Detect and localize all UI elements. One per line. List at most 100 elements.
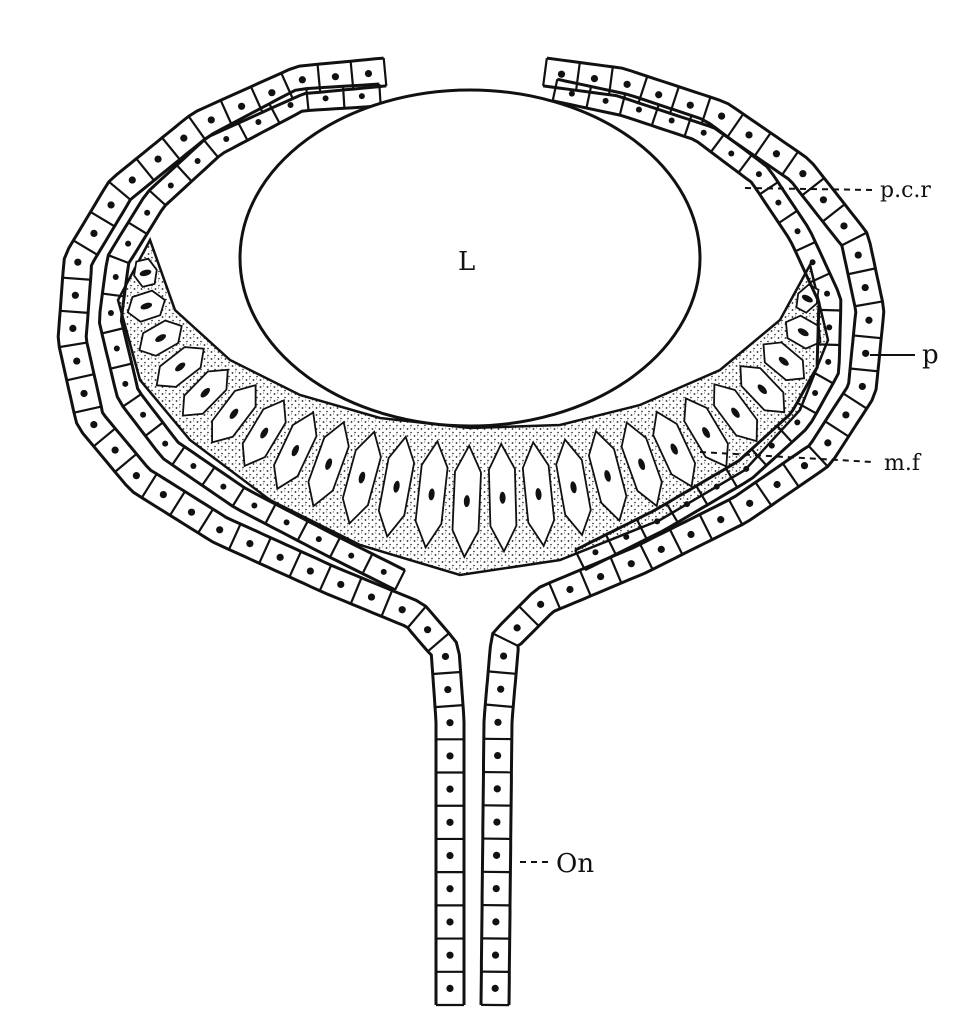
outer-left-cell-wall: [288, 551, 303, 578]
rod-nucleus: [757, 384, 767, 395]
outer-left-cell-wall: [382, 57, 388, 87]
outer-right-cell-wall: [849, 367, 879, 373]
outer-right-nucleus: [800, 462, 809, 470]
inner-right-cell-wall: [683, 115, 693, 137]
outer-right-cell-wall: [854, 300, 883, 308]
outer-right-nucleus: [492, 918, 500, 926]
pcr-label: p.c.r: [880, 178, 931, 203]
outer-right-cell-wall: [728, 499, 744, 526]
outer-left-cell-wall: [60, 309, 89, 314]
inner-left-nucleus: [113, 345, 120, 352]
outer-right-nucleus: [824, 439, 832, 447]
inner-left-cell-wall: [175, 164, 193, 183]
outer-right-cell-wall: [575, 62, 581, 91]
outer-left-cell-wall: [219, 99, 234, 127]
outer-right-nucleus: [499, 652, 508, 660]
inner-right-cell-wall: [650, 104, 660, 126]
inner-right-cell-wall: [778, 209, 798, 224]
inner-right-nucleus: [623, 533, 630, 540]
inner-left-cell-wall: [127, 221, 148, 235]
rod-nucleus: [291, 445, 300, 457]
inner-left-nucleus: [140, 411, 147, 418]
outer-right-nucleus: [566, 585, 574, 594]
inner-right-nucleus: [635, 106, 642, 113]
outer-left-nucleus: [441, 652, 450, 661]
inner-right-cell-wall: [551, 79, 559, 101]
outer-left-nucleus: [298, 76, 306, 84]
inner-left-cell-wall: [329, 537, 341, 558]
outer-right-nucleus: [717, 516, 725, 524]
inner-right-nucleus: [794, 419, 801, 426]
outer-left-nucleus: [446, 752, 454, 760]
outer-right-nucleus: [655, 91, 663, 99]
outer-right-cell-wall: [639, 543, 654, 570]
outer-left-nucleus: [107, 201, 115, 209]
outer-left-cell-wall: [140, 473, 158, 499]
outer-left-nucleus: [337, 580, 345, 589]
outer-right-cell-wall: [781, 151, 799, 176]
outer-right-nucleus: [862, 349, 870, 357]
inner-left-nucleus: [190, 463, 197, 470]
outer-left-nucleus: [180, 134, 188, 142]
outer-left-nucleus: [80, 389, 88, 398]
inner-left-nucleus: [112, 273, 119, 280]
inner-right-nucleus: [728, 150, 735, 157]
inner-right-nucleus: [602, 97, 609, 104]
outer-left-nucleus: [159, 490, 167, 499]
rod-nucleus: [428, 488, 435, 501]
outer-right-cell-wall: [807, 445, 829, 468]
inner-left-nucleus: [315, 536, 322, 543]
outer-left-nucleus: [246, 539, 254, 548]
outer-left-nucleus: [276, 553, 284, 561]
inner-left-nucleus: [162, 440, 169, 447]
inner-right-cell-wall: [776, 425, 793, 443]
mt-label: m.f: [884, 451, 922, 476]
inner-left-cell-wall: [264, 503, 277, 525]
outer-right-nucleus: [687, 530, 695, 539]
inner-left-cell-wall: [305, 88, 310, 111]
rod-nucleus: [140, 302, 153, 310]
outer-right-nucleus: [865, 316, 873, 324]
outer-left-nucleus: [90, 421, 98, 429]
inner-left-nucleus: [194, 157, 201, 164]
inner-right-cell-wall: [817, 343, 840, 347]
outer-left-nucleus: [446, 918, 454, 926]
outer-right-nucleus: [819, 196, 828, 204]
outer-right-nucleus: [842, 411, 850, 419]
outer-right-nucleus: [597, 572, 605, 581]
inner-right-nucleus: [775, 199, 782, 206]
outer-right-cell-wall: [847, 267, 876, 276]
outer-left-nucleus: [446, 851, 454, 860]
outer-right-nucleus: [492, 851, 501, 859]
outer-right-nucleus: [840, 222, 848, 230]
outer-right-nucleus: [858, 382, 866, 391]
outer-right-cell-wall: [824, 420, 850, 438]
outer-right-nucleus: [493, 785, 501, 793]
inner-cell-wall: [97, 77, 843, 592]
outer-left-cell-wall: [434, 704, 464, 709]
inner-right-cell-wall: [725, 467, 739, 488]
outer-right-cell-wall: [821, 203, 846, 223]
outer-left-cell-wall: [406, 605, 427, 629]
outer-right-nucleus: [537, 600, 545, 608]
inner-right-cell-wall: [618, 93, 627, 116]
outer-right-nucleus: [854, 251, 862, 259]
outer-right-nucleus: [627, 560, 635, 568]
inner-right-nucleus: [743, 465, 750, 472]
outer-right-nucleus: [491, 984, 499, 992]
outer-right-cell-wall: [668, 528, 684, 555]
outer-left-nucleus: [71, 291, 79, 299]
inner-left-cell-wall: [231, 486, 246, 507]
rod-nucleus: [702, 427, 711, 438]
outer-right-nucleus: [745, 131, 753, 139]
outer-right-nucleus: [497, 685, 505, 693]
outer-right-nucleus: [657, 545, 665, 553]
outer-left-cell-wall: [114, 453, 138, 473]
rod-nucleus: [499, 491, 506, 504]
outer-left-nucleus: [187, 508, 196, 516]
outer-left-cell-wall: [161, 137, 181, 161]
outer-left-nucleus: [446, 785, 454, 793]
outer-right-nucleus: [513, 624, 521, 632]
outer-right-cell-wall: [753, 132, 772, 157]
outer-right-nucleus: [861, 283, 869, 292]
